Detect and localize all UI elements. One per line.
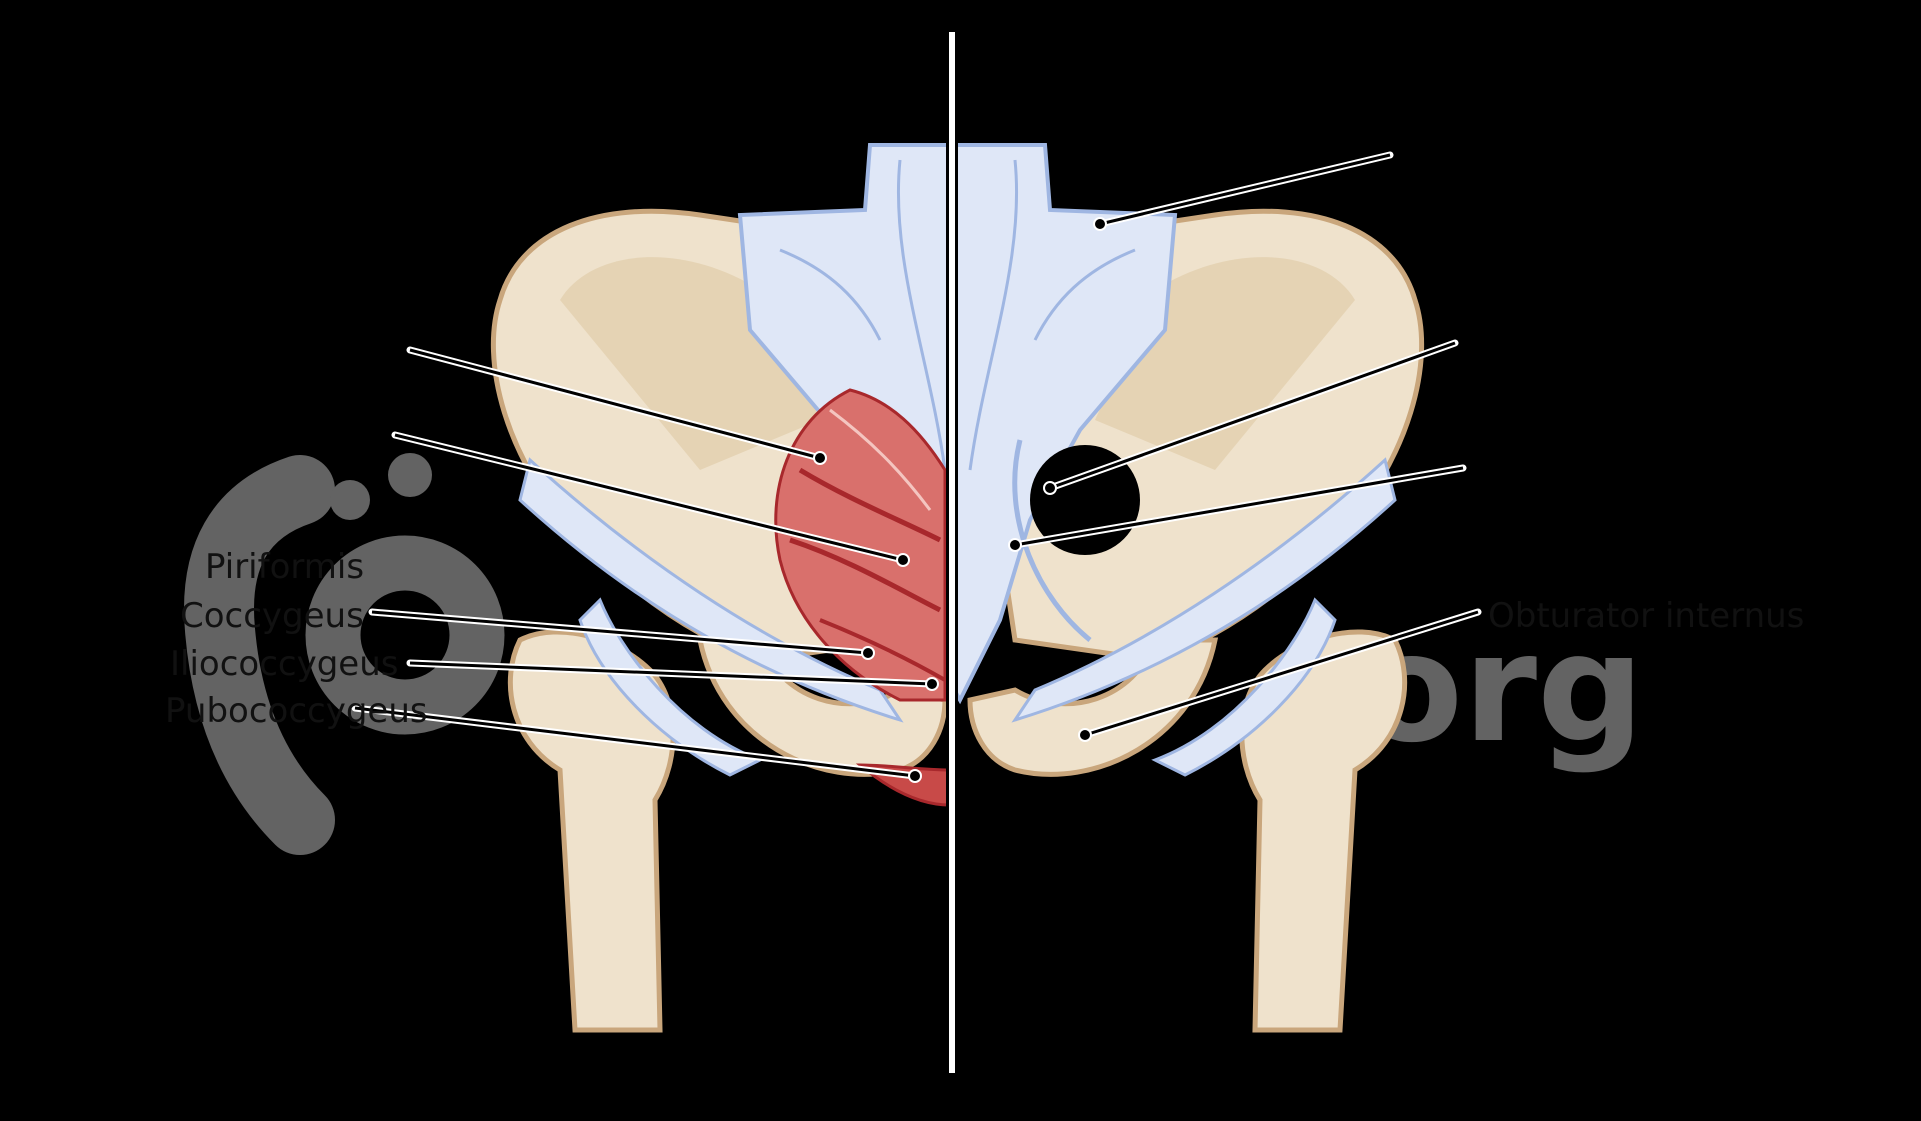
label-coccygeus: Coccygeus [180, 596, 364, 636]
midline-divider [946, 30, 958, 1075]
label-obturator-internus: Obturator internus [1488, 596, 1804, 636]
leader-iliococcygeus [371, 610, 869, 655]
pelvic-floor-muscles [774, 388, 952, 807]
label-pubococcygeus: Pubococcygeus [165, 691, 428, 731]
watermark: org [184, 453, 1644, 855]
leader-pubococcygeus [409, 661, 933, 686]
leader-piriformis [409, 348, 821, 460]
right-pubis [967, 637, 1219, 777]
leader-right-sacrospinous [1049, 341, 1456, 490]
label-piriformis: Piriformis [205, 547, 364, 587]
label-iliococcygeus: Iliococcygeus [170, 644, 399, 684]
leader-obturator-internus [1084, 610, 1479, 737]
leader-right-sacroiliac [1099, 153, 1391, 226]
leader-lines [351, 151, 1482, 783]
muscle-sheet [774, 388, 947, 702]
left-pubis [696, 637, 948, 777]
labels: Piriformis Coccygeus Iliococcygeus Puboc… [165, 547, 1804, 731]
leader-coccygeus [394, 433, 904, 562]
leader-puborectalis [354, 706, 916, 778]
leader-right-sacrotuberous [1014, 466, 1464, 547]
